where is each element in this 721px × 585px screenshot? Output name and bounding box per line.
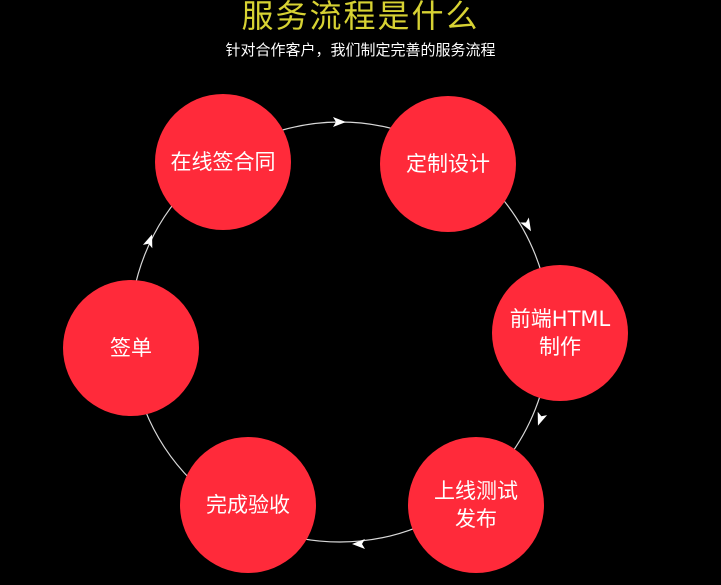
step-order: 签单 [63,280,199,416]
step-launch-test: 上线测试 发布 [408,437,544,573]
step-label-launch-test: 上线测试 发布 [434,479,518,531]
arrow-icon [520,217,531,232]
step-frontend-html: 前端HTML 制作 [492,265,628,401]
step-label-frontend-html: 前端HTML 制作 [509,307,611,359]
step-sign-contract: 在线签合同 [155,94,291,230]
step-label-sign-contract: 在线签合同 [170,150,276,174]
arrow-icon [333,117,346,127]
step-label-acceptance: 完成验收 [206,493,290,517]
step-acceptance: 完成验收 [180,437,316,573]
page-subtitle: 针对合作客户，我们制定完善的服务流程 [225,41,496,59]
page-title: 服务流程是什么 [241,0,480,35]
arrow-icon [142,234,153,249]
arrow-icon [352,539,365,549]
step-label-order: 签单 [110,336,152,360]
arrow-markers [142,117,548,549]
step-custom-design: 定制设计 [380,96,516,232]
step-label-custom-design: 定制设计 [406,152,490,176]
arrow-icon [537,411,548,426]
